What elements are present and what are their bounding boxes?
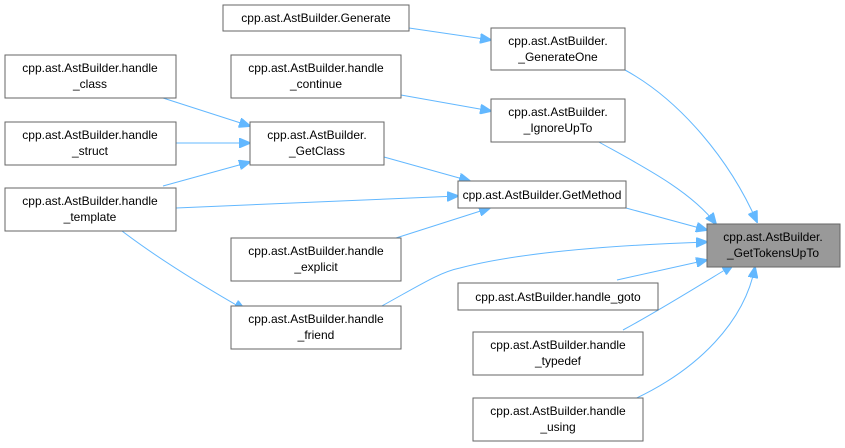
- node-handle-explicit-label-line2: _explicit: [293, 260, 338, 274]
- node-handle-class-label-line1: cpp.ast.AstBuilder.handle: [22, 61, 158, 75]
- node-generate[interactable]: cpp.ast.AstBuilder.Generate: [222, 4, 410, 32]
- node-generate-one-label-line2: _GenerateOne: [517, 50, 598, 64]
- node-generate-one-label-line1: cpp.ast.AstBuilder.: [508, 34, 607, 48]
- node-handle-explicit-label-line1: cpp.ast.AstBuilder.handle: [248, 244, 384, 258]
- edge-generate-to-generate-one: [408, 27, 491, 40]
- edge-get-class-to-get-method: [383, 156, 470, 181]
- node-handle-continue[interactable]: cpp.ast.AstBuilder.handle _continue: [230, 54, 402, 99]
- node-handle-template-label-line1: cpp.ast.AstBuilder.handle: [22, 194, 158, 208]
- edge-generate-one-to-get-tokens-up-to: [624, 69, 757, 222]
- edge-handle-template-to-handle-friend: [121, 230, 245, 310]
- node-generate-one[interactable]: cpp.ast.AstBuilder. _GenerateOne: [490, 27, 626, 71]
- node-handle-continue-label-line1: cpp.ast.AstBuilder.handle: [248, 61, 384, 75]
- node-get-tokens-up-to-label-line2: _GetTokensUpTo: [726, 246, 819, 260]
- node-ignore-up-to[interactable]: cpp.ast.AstBuilder. _IgnoreUpTo: [490, 98, 626, 143]
- node-handle-struct-label-line1: cpp.ast.AstBuilder.handle: [22, 128, 158, 142]
- node-handle-using-label-line2: _using: [539, 420, 575, 434]
- node-handle-using-label-line1: cpp.ast.AstBuilder.handle: [490, 404, 626, 418]
- node-handle-goto-label: cpp.ast.AstBuilder.handle_goto: [475, 290, 641, 304]
- node-handle-template[interactable]: cpp.ast.AstBuilder.handle _template: [4, 187, 177, 232]
- node-handle-class-label-line2: _class: [72, 77, 107, 91]
- node-get-class-label-line1: cpp.ast.AstBuilder.: [267, 128, 366, 142]
- edge-ignore-up-to-to-get-tokens-up-to: [596, 140, 716, 224]
- edge-handle-explicit-to-get-method: [395, 208, 490, 239]
- node-handle-friend-label-line1: cpp.ast.AstBuilder.handle: [248, 312, 384, 326]
- node-handle-friend-label-line2: _friend: [297, 328, 335, 342]
- edge-handle-friend-to-get-tokens-up-to: [379, 242, 707, 308]
- edge-handle-template-to-get-class: [162, 162, 250, 187]
- node-get-method[interactable]: cpp.ast.AstBuilder.GetMethod: [457, 180, 627, 209]
- node-generate-label: cpp.ast.AstBuilder.Generate: [241, 11, 391, 25]
- node-get-tokens-up-to-label-line1: cpp.ast.AstBuilder.: [723, 230, 822, 244]
- node-handle-typedef[interactable]: cpp.ast.AstBuilder.handle _typedef: [472, 331, 644, 376]
- node-handle-continue-label-line2: _continue: [289, 77, 342, 91]
- edge-get-method-to-get-tokens-up-to: [625, 207, 707, 230]
- node-get-tokens-up-to[interactable]: cpp.ast.AstBuilder. _GetTokensUpTo: [706, 223, 841, 268]
- node-handle-class[interactable]: cpp.ast.AstBuilder.handle _class: [4, 54, 177, 99]
- node-ignore-up-to-label-line2: _IgnoreUpTo: [523, 121, 593, 135]
- edge-handle-class-to-get-class: [162, 97, 250, 126]
- node-get-method-label: cpp.ast.AstBuilder.GetMethod: [463, 188, 622, 202]
- node-handle-typedef-label-line2: _typedef: [534, 354, 582, 368]
- node-ignore-up-to-label-line1: cpp.ast.AstBuilder.: [508, 105, 607, 119]
- edge-handle-typedef-to-get-tokens-up-to: [622, 265, 733, 331]
- node-handle-friend[interactable]: cpp.ast.AstBuilder.handle _friend: [230, 305, 402, 350]
- node-handle-template-label-line2: _template: [63, 210, 117, 224]
- node-handle-using[interactable]: cpp.ast.AstBuilder.handle _using: [472, 397, 644, 442]
- edge-handle-continue-to-ignore-up-to: [400, 94, 491, 111]
- node-handle-explicit[interactable]: cpp.ast.AstBuilder.handle _explicit: [230, 237, 402, 282]
- node-handle-goto[interactable]: cpp.ast.AstBuilder.handle_goto: [457, 282, 659, 311]
- edge-handle-goto-to-get-tokens-up-to: [616, 260, 707, 281]
- node-handle-struct-label-line2: _struct: [71, 144, 109, 158]
- edge-handle-using-to-get-tokens-up-to: [627, 267, 755, 403]
- edge-handle-template-to-get-method: [175, 196, 458, 209]
- node-get-class-label-line2: _GetClass: [288, 144, 345, 158]
- node-get-class[interactable]: cpp.ast.AstBuilder. _GetClass: [249, 121, 385, 166]
- node-handle-struct[interactable]: cpp.ast.AstBuilder.handle _struct: [4, 121, 177, 166]
- node-handle-typedef-label-line1: cpp.ast.AstBuilder.handle: [490, 338, 626, 352]
